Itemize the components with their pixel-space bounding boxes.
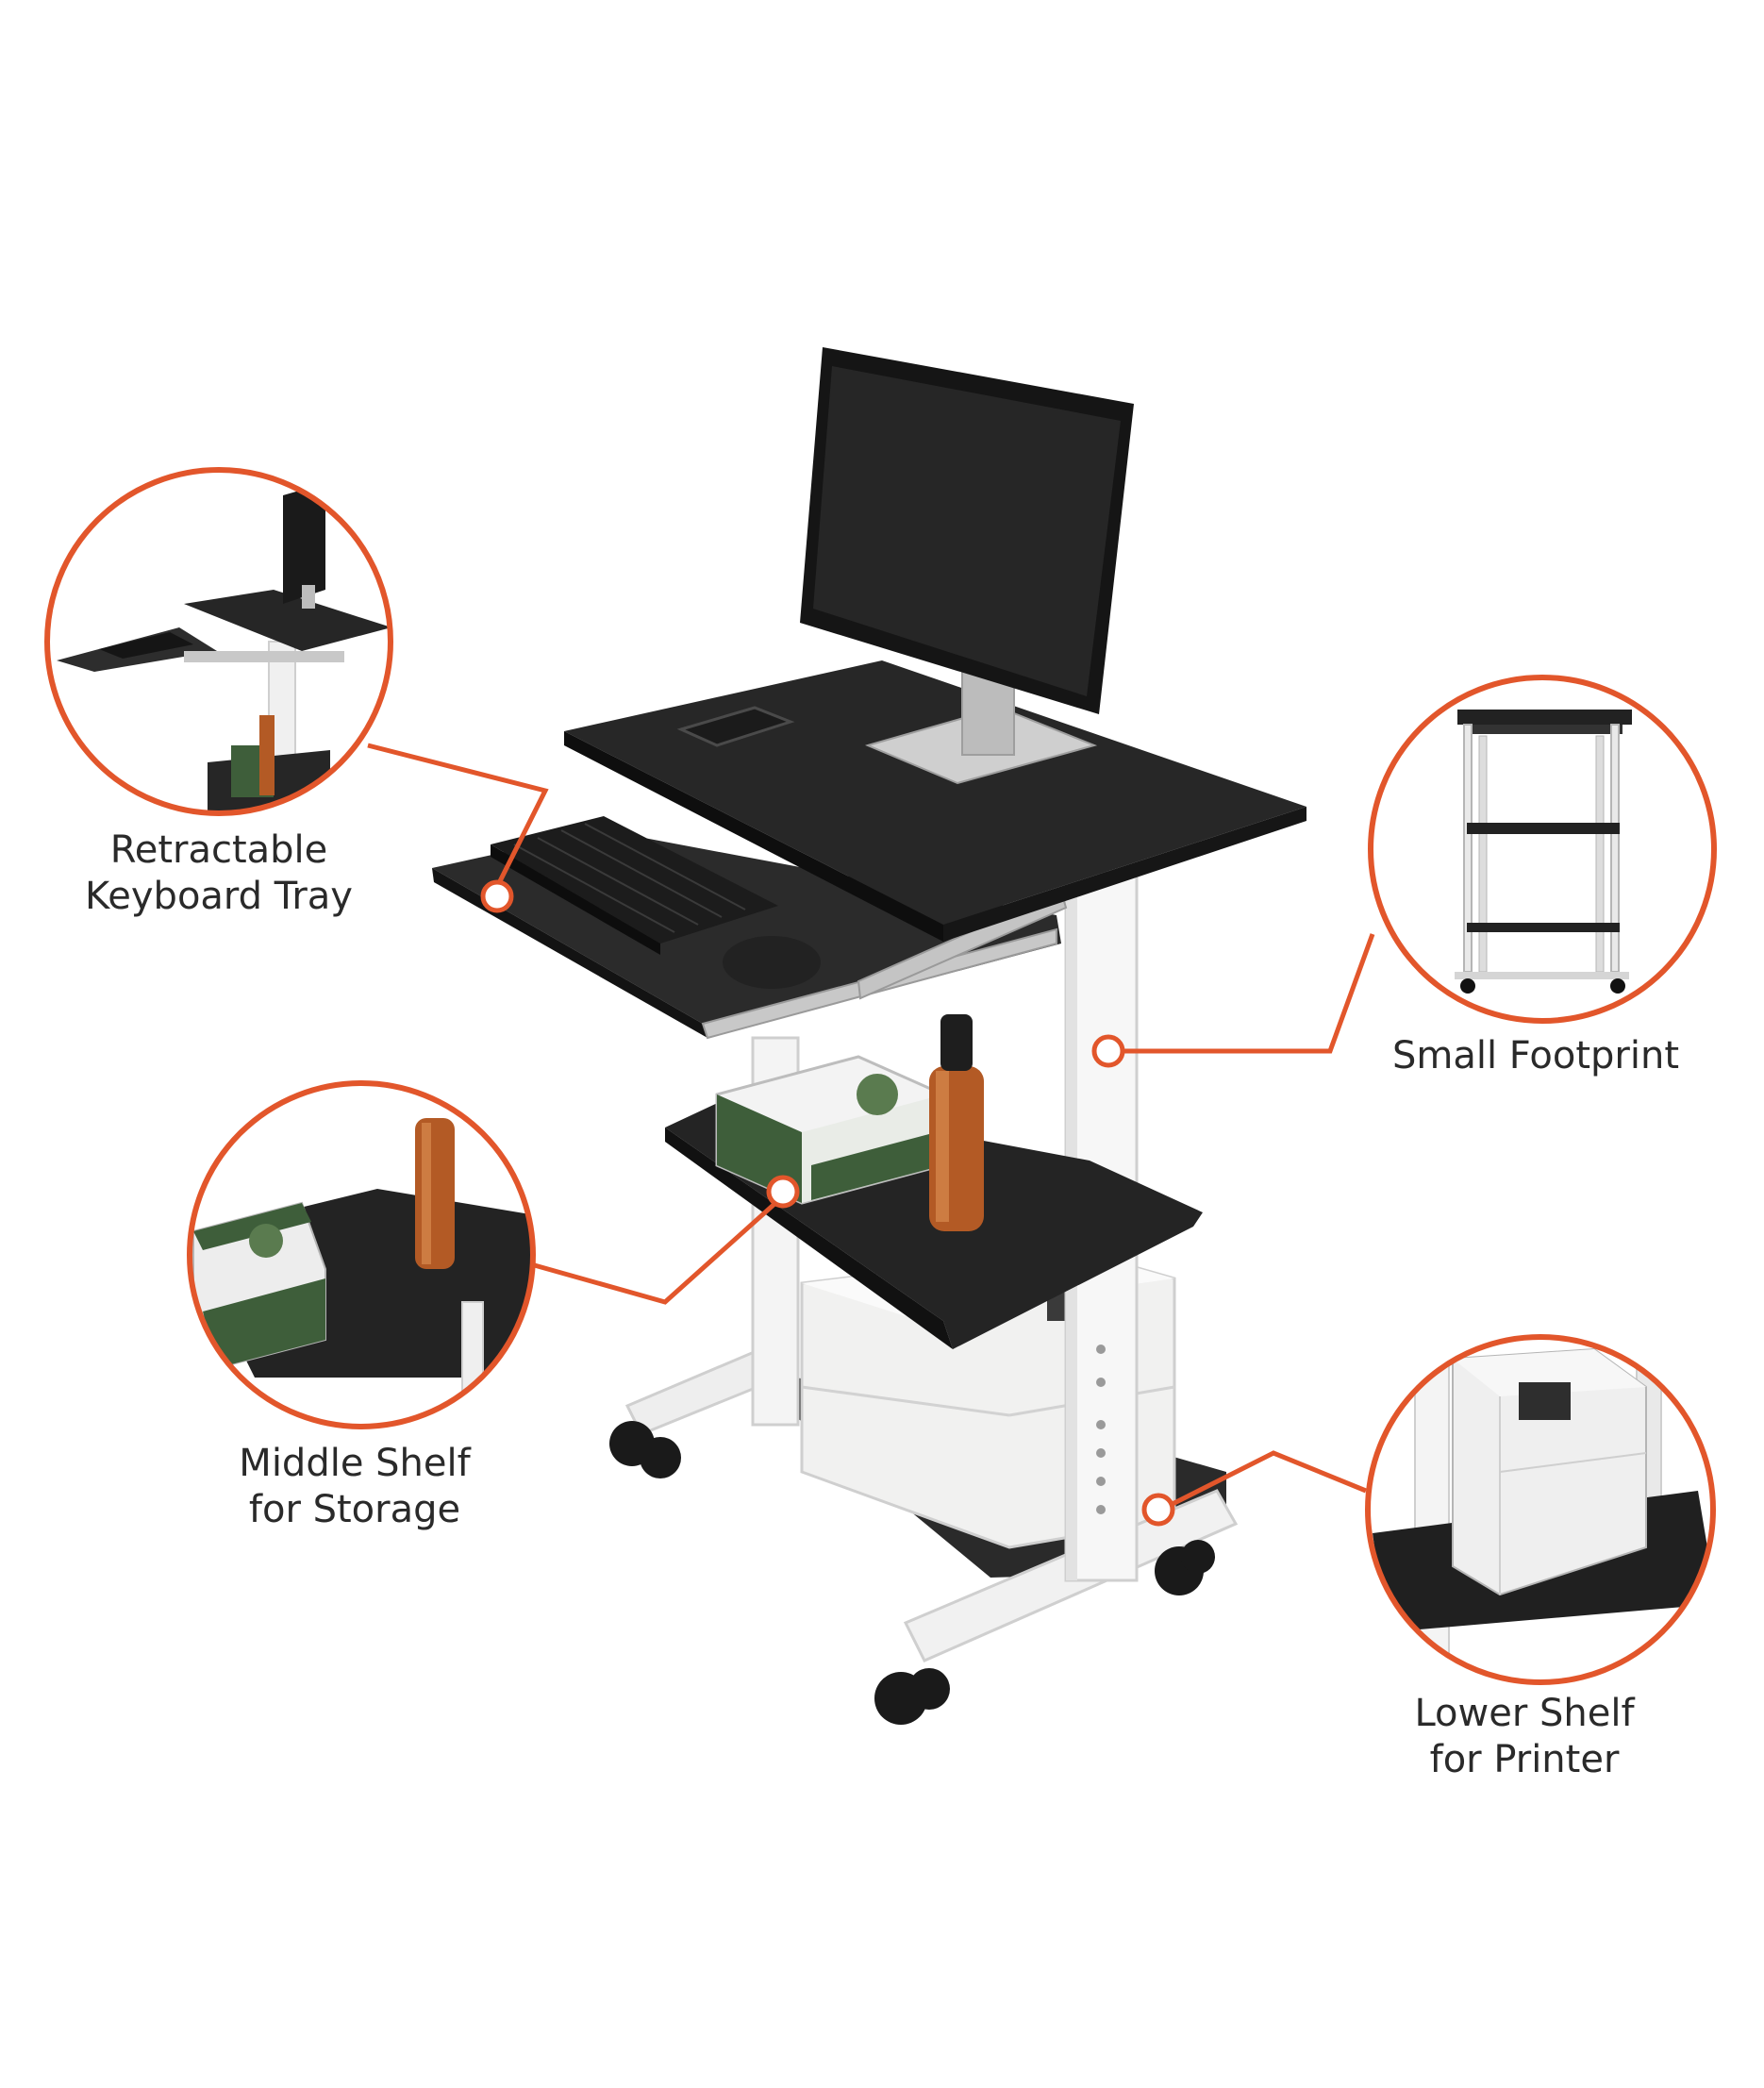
anchor-lower-shelf: [1141, 1493, 1175, 1527]
callout-anchor-dots: [480, 879, 1175, 1527]
small-footprint-line1: Small Footprint: [1391, 1034, 1680, 1077]
anchor-small-footprint: [1091, 1034, 1125, 1068]
connector-middle-shelf: [530, 1194, 785, 1305]
keyboard-tray-line1: Retractable: [109, 828, 328, 872]
lower-shelf-line2: for Printer: [1429, 1738, 1620, 1781]
anchor-middle-shelf: [766, 1175, 800, 1209]
caster-wheels: [609, 1421, 1215, 1725]
middle-shelf-line2: for Storage: [248, 1488, 461, 1531]
callout-connectors: [367, 743, 1375, 1511]
copy-paper-box: [715, 1055, 945, 1205]
zoom-circle-lower-shelf: [1365, 1334, 1716, 1685]
connector-lower-shelf: [1163, 1450, 1367, 1511]
lower-shelf-line1: Lower Shelf: [1414, 1692, 1635, 1735]
callout-label-small-footprint: Small Footprint: [1392, 1033, 1679, 1079]
callout-label-middle-shelf: Middle Shelf for Storage: [239, 1441, 470, 1533]
keyboard: [491, 816, 778, 955]
computer-monitor: [800, 347, 1134, 785]
water-bottle: [929, 1014, 984, 1231]
zoom-circle-small-footprint: [1368, 675, 1717, 1024]
anchor-keyboard-tray: [480, 879, 514, 913]
keyboard-tray-line2: Keyboard Tray: [85, 875, 353, 918]
mobile-workstation: [432, 347, 1306, 1725]
connector-small-footprint: [1113, 933, 1375, 1054]
middle-shelf-line1: Middle Shelf: [239, 1442, 471, 1485]
zoom-circle-keyboard-tray: [44, 467, 393, 816]
zoom-circle-middle-shelf: [187, 1080, 536, 1429]
callout-label-keyboard-tray: Retractable Keyboard Tray: [85, 827, 353, 920]
connector-keyboard-tray: [367, 743, 549, 889]
callout-label-lower-shelf: Lower Shelf for Printer: [1414, 1691, 1634, 1783]
smartphone: [676, 706, 795, 747]
mouse: [723, 936, 821, 989]
